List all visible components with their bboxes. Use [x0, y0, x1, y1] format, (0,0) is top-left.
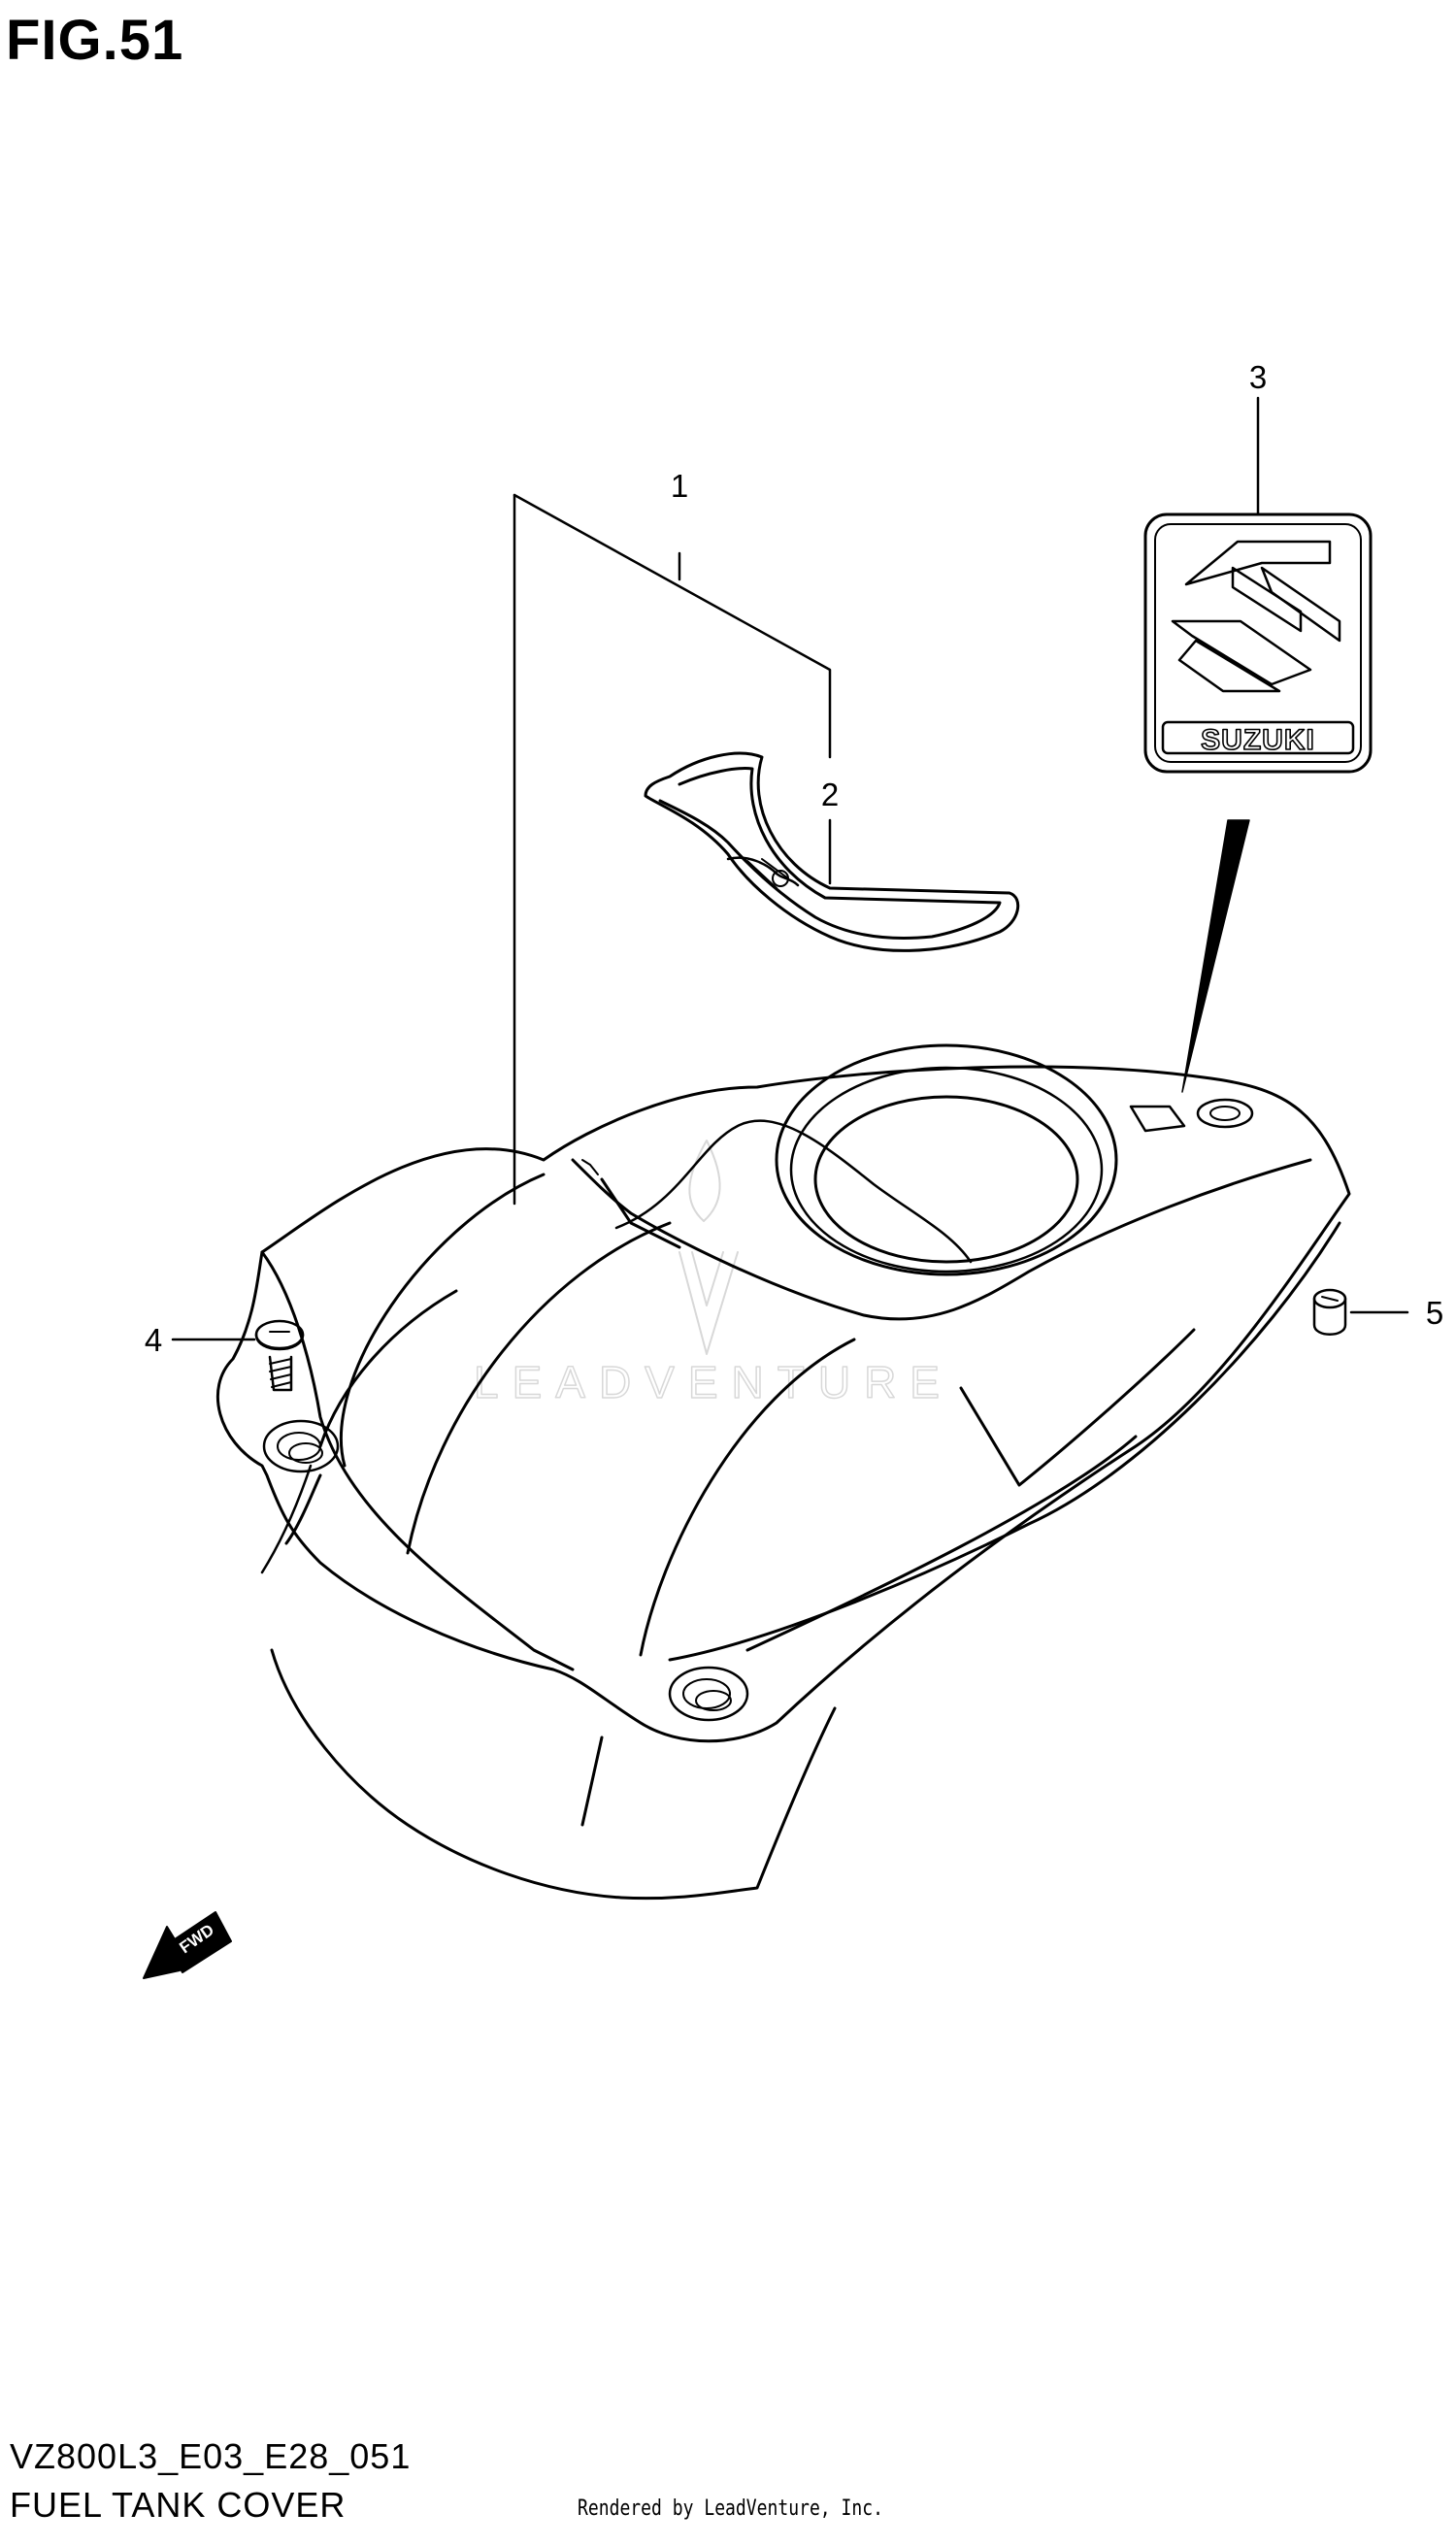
cushion-part	[1312, 1288, 1347, 1336]
callout-2: 2	[821, 777, 839, 812]
diagram-code: VZ800L3_E03_E28_051	[10, 2436, 412, 2476]
fwd-arrow-icon: FWD	[143, 1911, 232, 1979]
emblem-part: SUZUKI	[1143, 513, 1373, 774]
watermark-text: LEADVENTURE	[474, 1357, 953, 1407]
cover-insert-part	[644, 751, 1020, 952]
rendered-by-credit: Rendered by LeadVenture, Inc.	[578, 2496, 883, 2521]
callout-3: 3	[1249, 359, 1267, 395]
callout-4: 4	[145, 1322, 162, 1358]
callout-5: 5	[1426, 1295, 1443, 1331]
screw-part	[254, 1319, 305, 1392]
part-1-leader	[513, 493, 832, 1206]
fuel-tank-cover-part	[216, 1043, 1351, 1901]
watermark-logo-icon	[678, 1140, 739, 1355]
callout-1: 1	[671, 468, 688, 504]
watermark: LEADVENTURE	[473, 1140, 953, 1408]
emblem-pointer	[1181, 819, 1250, 1093]
emblem-brand-text: SUZUKI	[1201, 724, 1315, 756]
suzuki-s-logo-icon	[1171, 540, 1341, 693]
figure-title: FIG.51	[6, 9, 184, 72]
section-name: FUEL TANK COVER	[10, 2485, 347, 2525]
